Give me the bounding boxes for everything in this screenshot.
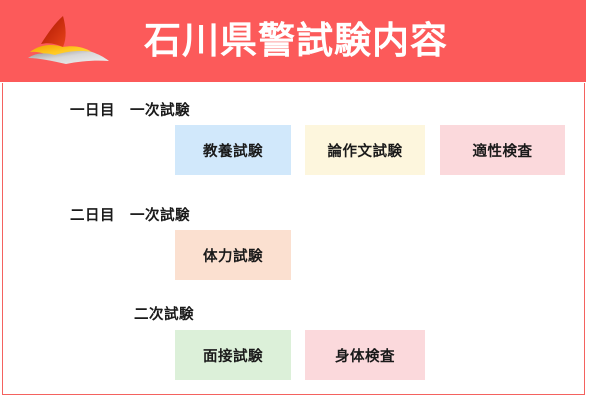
ishikawa-police-wing-logo-icon [22,14,114,68]
section-label-day2: 二日目 一次試験 [70,208,190,224]
exam-box-ronsakubun-shiken: 論作文試験 [305,125,425,175]
exam-box-mensetsu-shiken: 面接試験 [175,330,291,380]
exam-box-shintai-kensa: 身体検査 [305,330,425,380]
exam-box-kyoyo-shiken: 教養試験 [175,125,291,175]
section-label-day1: 一日目 一次試験 [70,103,190,119]
page-title: 石川県警試験内容 [144,19,448,62]
poster-header: 石川県警試験内容 [0,0,586,82]
exam-box-tairyoku-shiken: 体力試験 [175,230,291,280]
exam-box-tekisei-kensa: 適性検査 [440,125,565,175]
section-label-second-exam: 二次試験 [134,307,194,323]
